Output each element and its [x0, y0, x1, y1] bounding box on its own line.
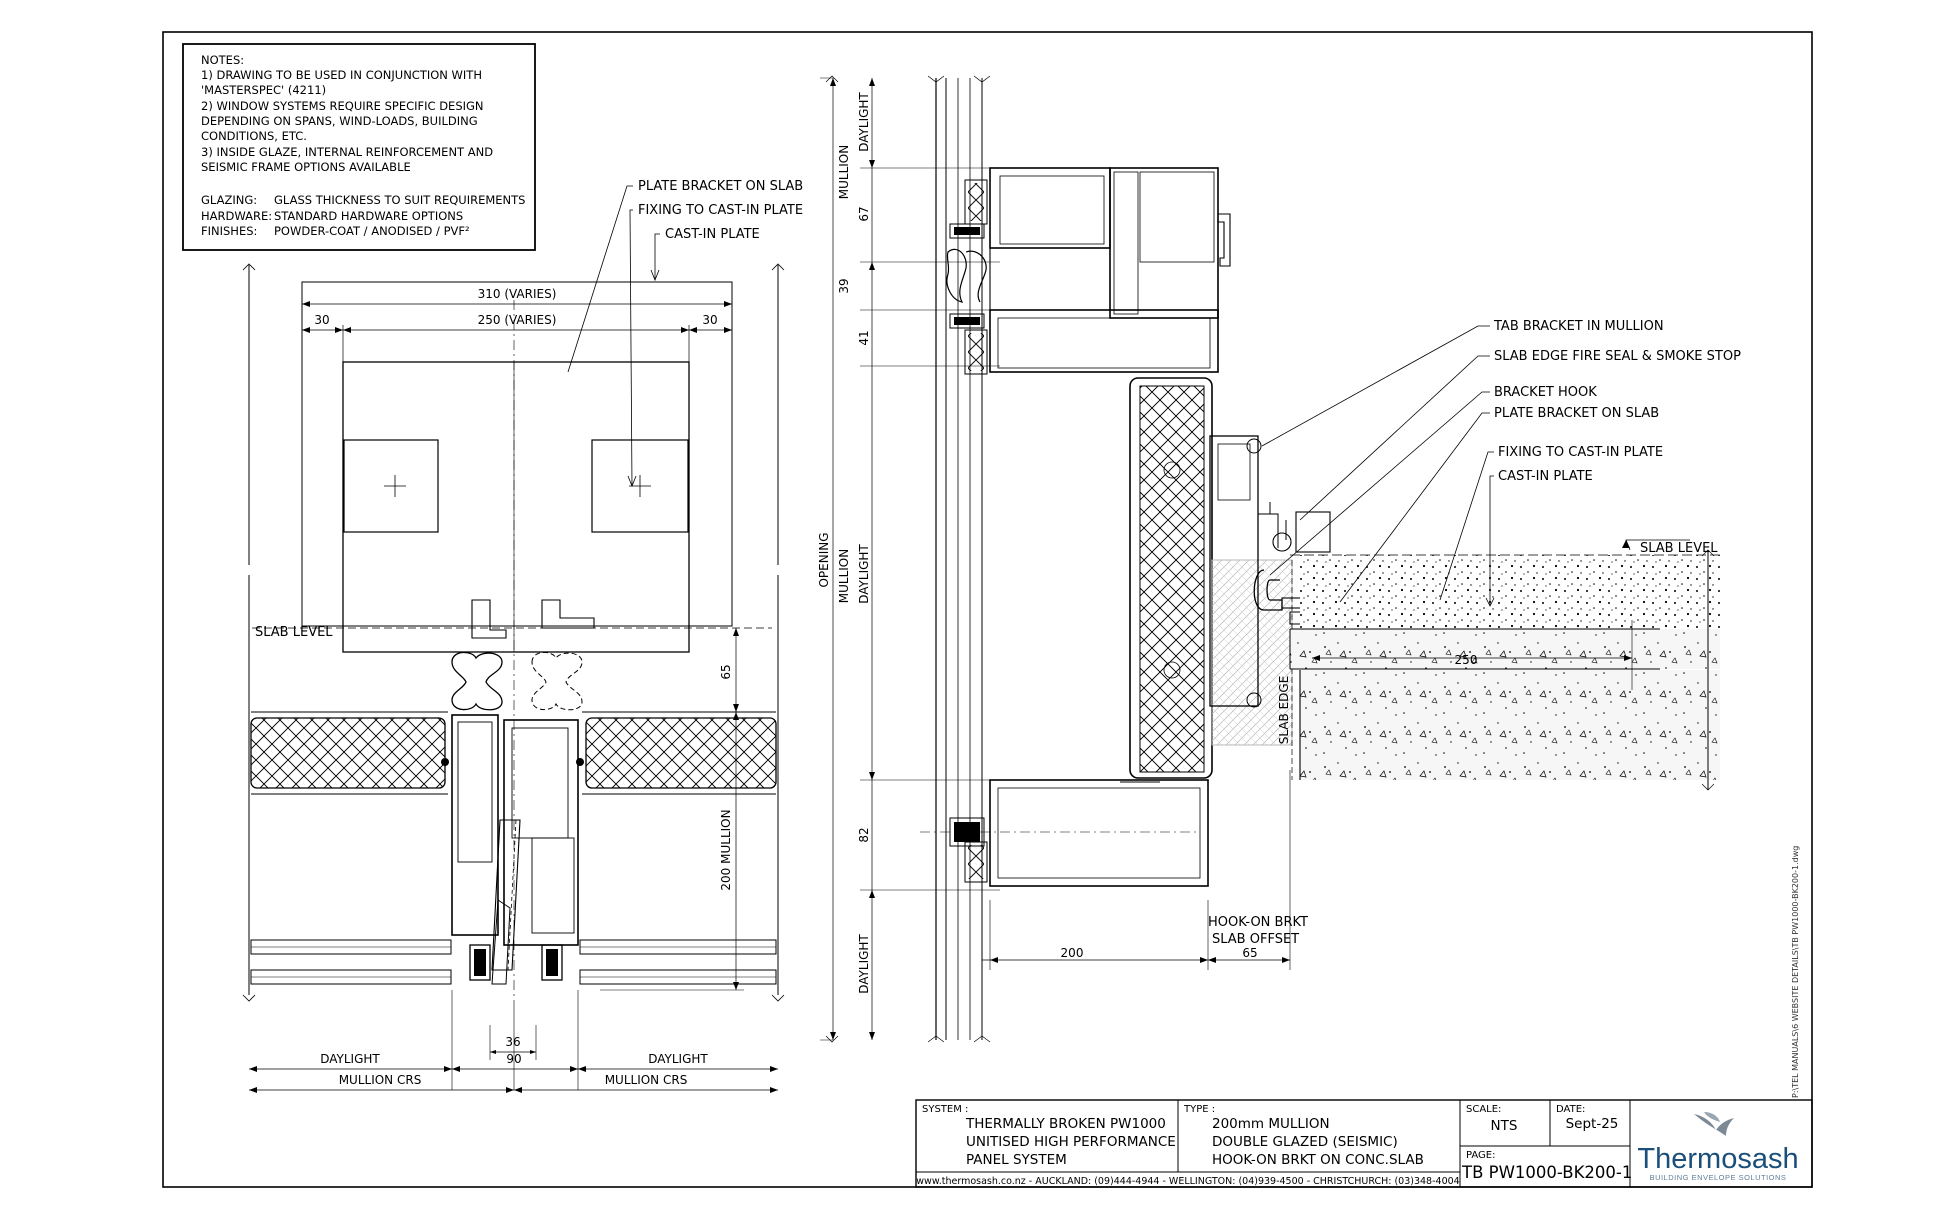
dim-82: 82 [857, 827, 871, 842]
dim-310-varies: 310 (VARIES) [478, 287, 557, 301]
callout-plate-bracket: PLATE BRACKET ON SLAB [1494, 406, 1659, 421]
callout-bracket-hook: BRACKET HOOK [1494, 385, 1597, 400]
label-hook-on-brkt: HOOK-ON BRKT [1208, 915, 1308, 930]
tb-scale-value: NTS [1491, 1118, 1518, 1134]
label-slab-level-section: SLAB LEVEL [1640, 541, 1718, 556]
label-slab-level: SLAB LEVEL [255, 625, 333, 640]
dim-mullion-crs-right: MULLION CRS [605, 1073, 688, 1087]
file-path: P:\TEL MANUALS\6 WEBSITE DETAILS\TB PW10… [1791, 846, 1800, 1098]
callout-fire-seal: SLAB EDGE FIRE SEAL & SMOKE STOP [1494, 349, 1741, 364]
dim-39: 39 [837, 278, 851, 293]
tb-system-line: THERMALLY BROKEN PW1000 [965, 1116, 1166, 1132]
notes-line: 'MASTERSPEC' (4211) [201, 83, 326, 97]
tb-type-line: HOOK-ON BRKT ON CONC.SLAB [1212, 1152, 1424, 1168]
tb-page-label: PAGE: [1466, 1150, 1496, 1161]
label-daylight-top: DAYLIGHT [857, 92, 871, 152]
section-detail [820, 75, 1720, 1043]
brand-name: Thermosash [1637, 1143, 1798, 1175]
tb-type-label: TYPE : [1183, 1104, 1215, 1115]
dim-65: 65 [719, 664, 733, 679]
bird-icon [1694, 1112, 1734, 1136]
tb-page-value: TB PW1000-BK200-1 [1461, 1163, 1632, 1182]
dim-250-varies: 250 (VARIES) [478, 313, 557, 327]
spec-key-finishes: FINISHES: [201, 224, 257, 238]
callout-tab-bracket: TAB BRACKET IN MULLION [1493, 319, 1664, 334]
notes-line: 2) WINDOW SYSTEMS REQUIRE SPECIFIC DESIG… [201, 99, 484, 113]
tb-system-line: UNITISED HIGH PERFORMANCE [966, 1134, 1176, 1150]
callout-fixing: FIXING TO CAST-IN PLATE [1498, 445, 1663, 460]
dim-30-right: 30 [702, 313, 717, 327]
tb-system-line: PANEL SYSTEM [966, 1152, 1067, 1168]
spec-value-finishes: POWDER-COAT / ANODISED / PVF² [274, 224, 470, 238]
dim-90: 90 [506, 1052, 521, 1066]
label-cast-in-plate: CAST-IN PLATE [665, 227, 760, 242]
tb-date-label: DATE: [1556, 1104, 1585, 1115]
label-slab-edge: SLAB EDGE [1277, 676, 1291, 745]
dim-30-left: 30 [314, 313, 329, 327]
spec-value-glazing: GLASS THICKNESS TO SUIT REQUIREMENTS [274, 193, 525, 207]
notes-line: 3) INSIDE GLAZE, INTERNAL REINFORCEMENT … [201, 145, 493, 159]
label-mullion: MULLION [837, 145, 851, 199]
label-slab-offset: SLAB OFFSET [1212, 932, 1299, 947]
title-block [915, 1099, 1813, 1188]
dim-200: 200 [1061, 946, 1084, 960]
dim-67: 67 [857, 206, 871, 221]
thermosash-logo: Thermosash BUILDING ENVELOPE SOLUTIONS [1637, 1112, 1799, 1182]
dim-36: 36 [505, 1035, 520, 1049]
label-daylight-mid: DAYLIGHT [857, 544, 871, 604]
tb-contact-line: www.thermosash.co.nz - AUCKLAND: (09)444… [916, 1176, 1459, 1187]
tb-scale-label: SCALE: [1466, 1104, 1501, 1115]
tb-type-line: 200mm MULLION [1212, 1116, 1330, 1132]
notes-box: NOTES: 1) DRAWING TO BE USED IN CONJUNCT… [182, 43, 536, 251]
plan-detail [242, 185, 785, 1093]
callout-cast-in-plate: CAST-IN PLATE [1498, 469, 1593, 484]
tb-system-label: SYSTEM : [922, 1104, 968, 1115]
label-daylight-bottom: DAYLIGHT [857, 934, 871, 994]
notes-line: SEISMIC FRAME OPTIONS AVAILABLE [201, 160, 411, 174]
tb-date-value: Sept-25 [1566, 1116, 1619, 1132]
dim-41: 41 [857, 330, 871, 345]
dim-250: 250 [1455, 653, 1478, 667]
notes-line: DEPENDING ON SPANS, WIND-LOADS, BUILDING [201, 114, 478, 128]
dim-mullion-crs-left: MULLION CRS [339, 1073, 422, 1087]
tb-type-line: DOUBLE GLAZED (SEISMIC) [1212, 1134, 1398, 1150]
notes-heading: NOTES: [201, 53, 244, 67]
dim-65-section: 65 [1242, 946, 1257, 960]
label-plate-bracket: PLATE BRACKET ON SLAB [638, 179, 803, 194]
label-fixing: FIXING TO CAST-IN PLATE [638, 203, 803, 218]
label-opening: OPENING [817, 532, 831, 587]
label-mullion-2: MULLION [837, 549, 851, 603]
dim-200-mullion: 200 MULLION [719, 809, 733, 890]
notes-line: CONDITIONS, ETC. [201, 129, 307, 143]
spec-key-hardware: HARDWARE: [201, 209, 272, 223]
notes-line: 1) DRAWING TO BE USED IN CONJUNCTION WIT… [201, 68, 482, 82]
spec-value-hardware: STANDARD HARDWARE OPTIONS [274, 209, 463, 223]
dim-daylight-left: DAYLIGHT [320, 1052, 380, 1066]
spec-key-glazing: GLAZING: [201, 193, 257, 207]
dim-daylight-right: DAYLIGHT [648, 1052, 708, 1066]
brand-tagline: BUILDING ENVELOPE SOLUTIONS [1650, 1173, 1787, 1182]
